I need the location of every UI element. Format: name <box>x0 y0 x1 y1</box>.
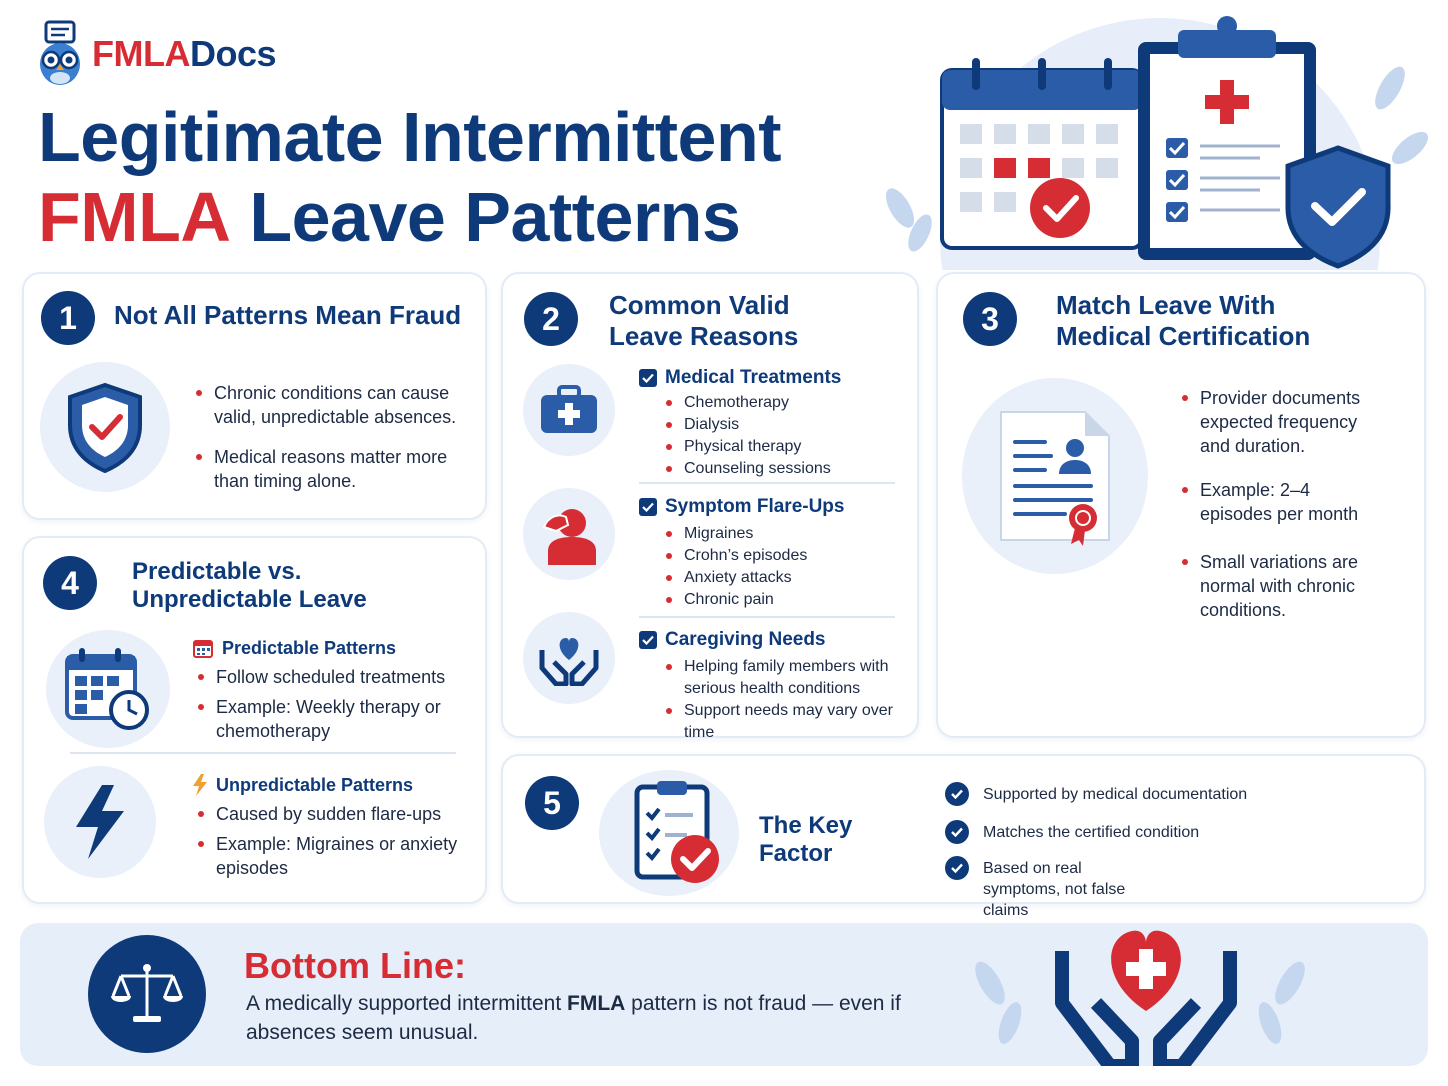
logo-text-fmla: FMLA <box>92 33 190 74</box>
list-item: Physical therapy <box>664 436 831 458</box>
card-not-all-patterns-fraud: 1 Not All Patterns Mean Fraud Chronic co… <box>22 272 487 520</box>
card-number: 3 <box>963 292 1017 346</box>
medical-treatments-list: Chemotherapy Dialysis Physical therapy C… <box>664 392 831 480</box>
check-circle-icon <box>945 856 969 880</box>
page-title-fmla: FMLA <box>38 178 231 256</box>
calendar-icon <box>940 58 1144 250</box>
predictable-list: Follow scheduled treatments Example: Wee… <box>196 665 466 743</box>
scales-of-justice-icon <box>111 964 183 1022</box>
lightning-icon-circle <box>44 766 156 878</box>
card-title: Match Leave With Medical Certification <box>1056 290 1311 351</box>
bottom-line-banner: Bottom Line: A medically supported inter… <box>20 923 1428 1066</box>
logo: FMLADocs <box>36 20 277 88</box>
owl-logo-icon <box>40 20 80 85</box>
unpredictable-list: Caused by sudden flare-ups Example: Migr… <box>196 802 466 880</box>
calendar-clock-icon-circle <box>46 630 170 748</box>
list-item: Migraines <box>664 523 807 545</box>
divider <box>70 752 456 754</box>
small-calendar-icon <box>193 640 213 658</box>
checkbox-icon <box>639 631 657 649</box>
key-factor-item: Supported by medical documentation <box>945 782 1385 806</box>
list-item: Example: Migraines or anxiety episodes <box>196 832 466 880</box>
card-match-medical-certification: 3 Match Leave With Medical Certification… <box>936 272 1426 738</box>
list-item: Medical reasons matter more than timing … <box>194 445 474 493</box>
lightning-bolt-icon <box>76 785 124 859</box>
list-item: Caused by sudden flare-ups <box>196 802 466 826</box>
logo-text-docs: Docs <box>189 33 277 74</box>
page-title-line2: FMLA Leave Patterns <box>38 182 741 252</box>
list-item: Example: Weekly therapy or chemotherapy <box>196 695 466 743</box>
headache-person-icon-circle <box>523 488 615 580</box>
medical-certificate-icon <box>1000 411 1110 546</box>
checkbox-icon <box>639 498 657 516</box>
caregiving-needs-list: Helping family members with serious heal… <box>664 656 904 744</box>
calendar-clock-icon <box>65 648 149 730</box>
list-item: Helping family members with serious heal… <box>664 656 904 700</box>
bottom-line-text: A medically supported intermittent FMLA … <box>246 992 901 1044</box>
shield-check-icon <box>68 382 142 473</box>
first-aid-kit-icon <box>541 385 597 433</box>
scales-icon-circle <box>88 935 206 1053</box>
card-number: 1 <box>41 291 95 345</box>
caring-hands-icon-circle <box>523 612 615 704</box>
card-number: 2 <box>524 292 578 346</box>
card3-bullets: Provider documents expected frequency an… <box>1180 386 1380 622</box>
checklist-icon-circle <box>599 770 739 896</box>
list-item: Small variations are normal with chronic… <box>1180 550 1380 622</box>
card-number: 5 <box>525 776 579 830</box>
section-heading-predictable: Predictable Patterns <box>192 637 396 659</box>
caring-hands-heart-icon <box>539 638 599 686</box>
check-circle-icon <box>945 782 969 806</box>
card-title: Common Valid Leave Reasons <box>609 290 799 351</box>
hero-illustration <box>886 16 1429 270</box>
first-aid-kit-icon-circle <box>523 364 615 456</box>
section-heading-medical-treatments: Medical Treatments <box>639 367 841 389</box>
card-common-valid-reasons: 2 Common Valid Leave Reasons Medical Tre… <box>501 272 919 741</box>
checkbox-icon <box>639 369 657 387</box>
symptom-flare-ups-list: Migraines Crohn’s episodes Anxiety attac… <box>664 523 807 611</box>
shield-check-icon-circle <box>40 362 170 492</box>
list-item: Crohn’s episodes <box>664 545 807 567</box>
list-item: Follow scheduled treatments <box>196 665 466 689</box>
certificate-icon-circle <box>962 378 1148 574</box>
list-item: Counseling sessions <box>664 458 831 480</box>
headache-person-icon <box>542 509 596 565</box>
list-item: Support needs may vary over time <box>664 700 904 744</box>
list-item: Dialysis <box>664 414 831 436</box>
card-number: 4 <box>43 556 97 610</box>
list-item: Anxiety attacks <box>664 567 807 589</box>
card-title: Not All Patterns Mean Fraud <box>114 300 462 330</box>
card-title: Predictable vs. Unpredictable Leave <box>132 558 367 614</box>
clipboard-icon <box>1138 16 1316 260</box>
section-heading-symptom-flare-ups: Symptom Flare-Ups <box>639 496 844 518</box>
shield-icon <box>1285 145 1391 269</box>
page-title-line1: Legitimate Intermittent <box>38 98 782 176</box>
divider <box>639 482 895 484</box>
card-predictable-vs-unpredictable: 4 Predictable vs. Unpredictable Leave Pr… <box>22 536 487 904</box>
card-key-factor: 5 The Key Factor Supported by medical do… <box>501 754 1426 919</box>
divider <box>639 616 895 618</box>
card1-bullets: Chronic conditions can cause valid, unpr… <box>194 381 474 493</box>
list-item: Example: 2–4 episodes per month <box>1180 478 1380 526</box>
checklist-clipboard-icon <box>634 781 719 883</box>
page-title-rest: Leave Patterns <box>249 178 741 256</box>
section-heading-caregiving-needs: Caregiving Needs <box>639 629 826 651</box>
key-factor-item: Matches the certified condition <box>945 820 1385 844</box>
small-lightning-icon <box>193 774 207 796</box>
card-title: The Key Factor <box>759 812 853 868</box>
list-item: Chronic pain <box>664 589 807 611</box>
list-item: Chemotherapy <box>664 392 831 414</box>
list-item: Chronic conditions can cause valid, unpr… <box>194 381 474 429</box>
key-factor-item: Based on real symptoms, not false claims <box>945 856 1145 921</box>
list-item: Provider documents expected frequency an… <box>1180 386 1380 458</box>
caring-hands-heart-illustration <box>975 930 1305 1066</box>
check-circle-icon <box>945 820 969 844</box>
section-heading-unpredictable: Unpredictable Patterns <box>192 774 413 796</box>
bottom-line-title: Bottom Line: <box>244 945 466 986</box>
